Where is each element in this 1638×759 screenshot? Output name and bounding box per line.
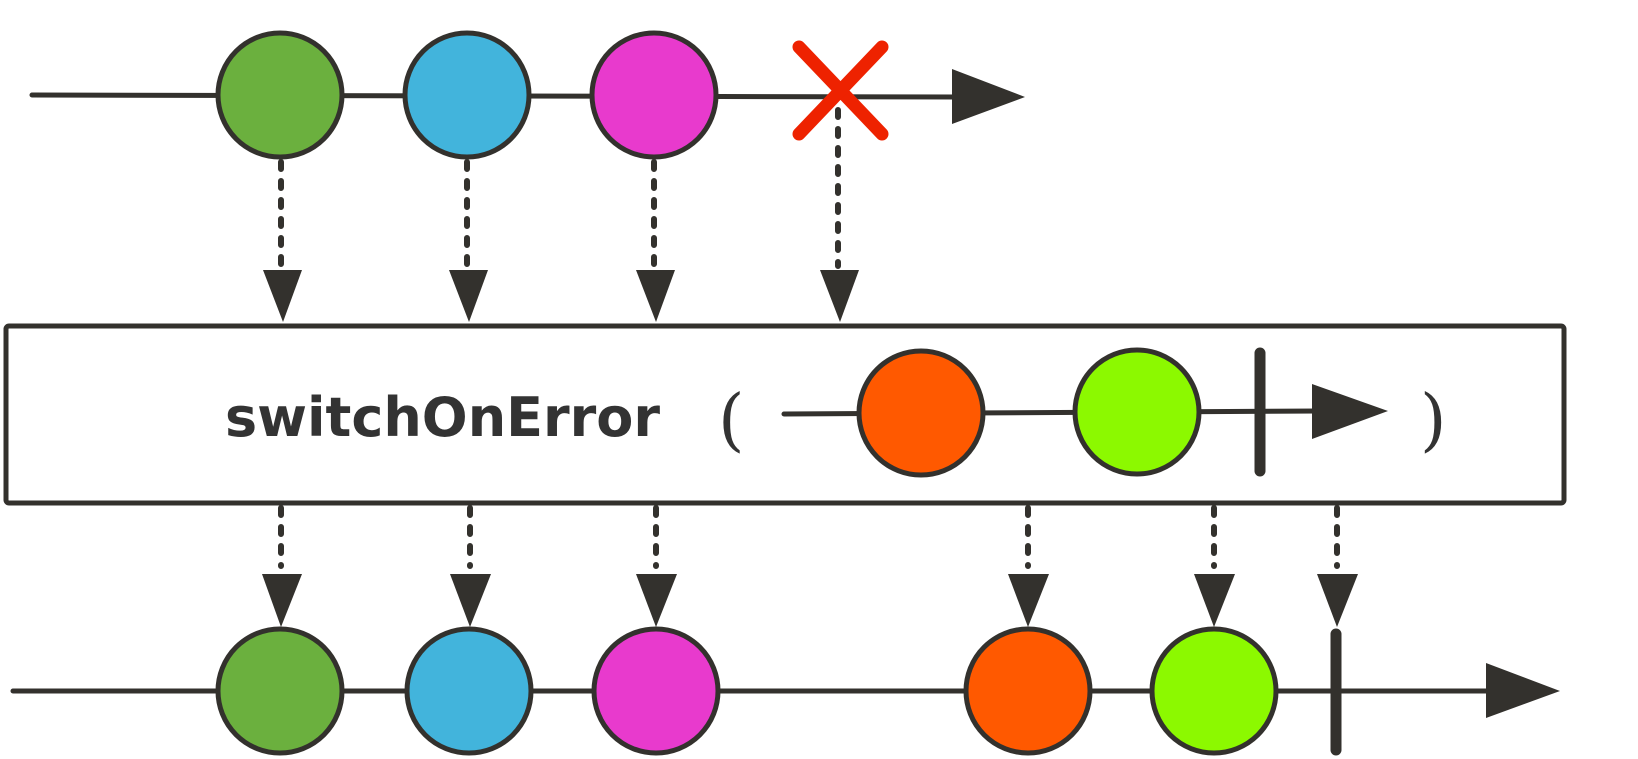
output-arrow-4: [1008, 505, 1049, 627]
output-arrow-1: [262, 505, 302, 627]
operator-box: switchOnError ( ): [3, 323, 1567, 506]
source-timeline-arrowhead: [952, 69, 1025, 124]
output-emission-arrows: [262, 505, 1358, 627]
operator-close-paren: ): [1420, 381, 1447, 460]
input-emission-arrows: [263, 107, 859, 322]
source-marble-3: [589, 30, 719, 160]
fallback-marble-1: [856, 348, 986, 478]
input-arrow-error: [820, 107, 859, 322]
output-arrow-2: [450, 505, 491, 627]
output-arrow-3: [636, 505, 677, 627]
fallback-timeline-arrowhead: [1312, 384, 1388, 439]
source-stream: [29, 30, 1025, 160]
fallback-marble-2: [1072, 347, 1202, 477]
source-marble-1: [215, 30, 345, 160]
fallback-stream: [781, 347, 1388, 478]
result-marble-1: [215, 626, 345, 756]
source-marble-2: [402, 30, 532, 160]
output-arrow-5: [1194, 505, 1235, 627]
operator-name: switchOnError: [225, 386, 660, 449]
result-stream: [10, 626, 1560, 756]
error-x-icon: [792, 40, 889, 141]
result-marble-4: [963, 626, 1093, 756]
input-arrow-2: [449, 159, 488, 322]
result-marble-5: [1149, 626, 1279, 756]
input-arrow-3: [636, 159, 675, 322]
result-marble-3: [591, 626, 721, 756]
operator-open-paren: (: [718, 381, 745, 460]
output-arrow-6: [1317, 505, 1358, 627]
result-marble-2: [404, 626, 534, 756]
input-arrow-1: [263, 159, 302, 322]
result-timeline-arrowhead: [1486, 663, 1560, 718]
